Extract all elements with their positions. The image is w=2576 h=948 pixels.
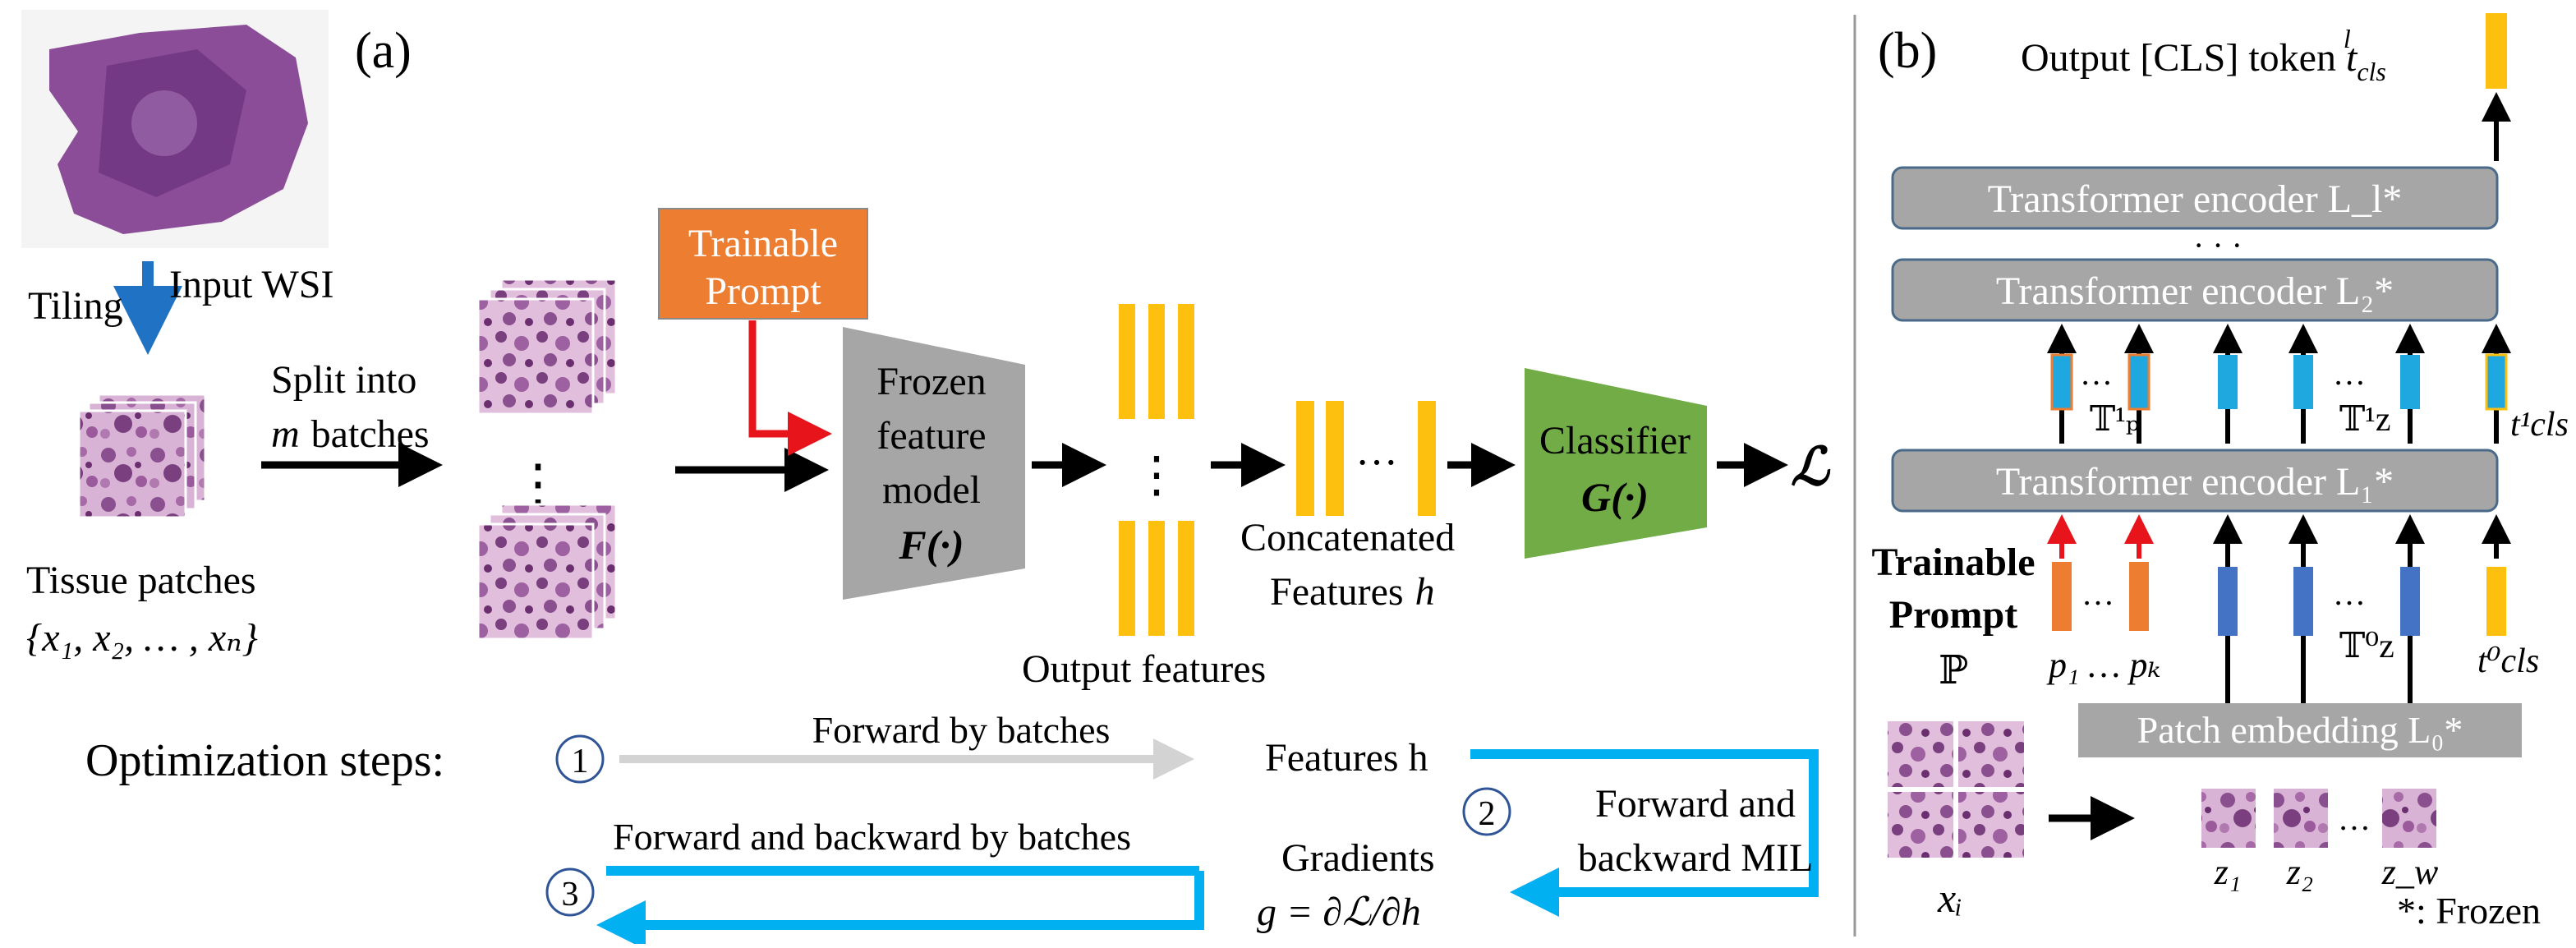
output-feature-bars-bottom <box>1119 521 1194 636</box>
tissue-patch-stack <box>77 393 207 519</box>
output-cls-sym: t <box>2346 36 2358 80</box>
frozen-note: *: Frozen <box>2397 890 2541 932</box>
output-cls-text: Output [CLS] token <box>2021 36 2336 80</box>
trainable-prompt-line2: Prompt <box>705 269 821 313</box>
step3-number: 3 <box>562 876 579 913</box>
tissue-set-notation: {x₁, x₂, … , xₙ} <box>26 616 258 660</box>
z1-label: z₁ <box>2214 852 2241 892</box>
split-m-var: m <box>271 412 300 456</box>
split-batches-word: batches <box>311 412 430 456</box>
output-features-label: Output features <box>1022 647 1266 691</box>
output-feature-bars-top <box>1119 304 1194 419</box>
gradients-label: Gradients <box>1281 836 1435 880</box>
batch-vdots: ⋮ <box>512 454 564 513</box>
split-label-line1: Split into <box>271 358 416 402</box>
trainable-prompt-b-line2: Prompt <box>1889 593 2017 637</box>
tissue-patches-label: Tissue patches <box>26 559 256 602</box>
feature-vdots: ⋮ <box>1132 448 1181 502</box>
optimization-title: Optimization steps: <box>85 735 444 786</box>
trainable-prompt-box <box>658 208 868 320</box>
trainable-prompt-line1: Trainable <box>688 222 838 265</box>
step2-circle <box>1462 787 1511 836</box>
step3-circle <box>545 867 595 917</box>
prompt-hdots: … <box>2082 575 2114 612</box>
layer1-tokens <box>2047 324 2511 444</box>
encoder-l1-box <box>1891 449 2499 513</box>
t-z1-label: 𝕋¹z <box>2339 401 2391 439</box>
concat-h-var: h <box>1415 570 1435 614</box>
gradient-equation: g = ∂ℒ/∂h <box>1257 890 1421 934</box>
layer1-z-dots: … <box>2333 355 2366 392</box>
layer0-z-dots: … <box>2333 575 2366 612</box>
panel-b-label: (b) <box>1878 23 1937 79</box>
output-cls-sub: cls <box>2357 57 2386 86</box>
encoder-l1-label: Transformer encoder L₁* <box>1996 460 2394 504</box>
encoder-ll-box <box>1891 166 2499 230</box>
zw-label: z_w <box>2381 852 2439 892</box>
encoder-l2-box <box>1891 258 2499 322</box>
xi-label: xᵢ <box>1937 875 1962 921</box>
encoder-l2-label: Transformer encoder L₂* <box>1996 269 2394 313</box>
z-dots: … <box>2338 800 2371 837</box>
concat-features-word: Features <box>1270 570 1404 614</box>
panel-a-label: (a) <box>355 23 412 79</box>
prompt-set-symbol: ℙ <box>1939 649 1968 693</box>
frozen-label-line3: model <box>882 468 981 512</box>
frozen-label-line2: feature <box>876 414 986 458</box>
frozen-function: F(·) <box>898 522 964 568</box>
step3-arrow <box>596 871 1204 948</box>
encoder-vdots: · · · <box>2193 227 2242 264</box>
output-cls-sup: l <box>2344 24 2351 53</box>
patch-embedding-box <box>2078 703 2522 757</box>
z2-label: z₂ <box>2286 852 2313 892</box>
frozen-model-shape <box>843 327 1025 600</box>
t-z0-label: 𝕋⁰z <box>2339 628 2394 665</box>
prompt-token-labels: p₁ … pₖ <box>2046 645 2160 685</box>
classifier-label: Classifier <box>1539 419 1690 462</box>
t-cls0-label: t⁰cls <box>2477 642 2539 680</box>
batch-stack-bottom <box>476 503 618 641</box>
step2-number: 2 <box>1479 795 1496 833</box>
concat-hdots: ··· <box>1355 439 1398 486</box>
batch-stack-top <box>476 278 618 416</box>
wsi-thumbnail <box>21 10 329 248</box>
z-patches <box>2201 789 2436 848</box>
step2-arrow <box>1470 749 1819 917</box>
output-cls-token <box>2486 13 2507 89</box>
t-cls1-label: t¹cls <box>2510 406 2569 444</box>
step1-circle <box>555 734 605 784</box>
step3-label: Forward and backward by batches <box>613 816 1131 858</box>
encoder-ll-label: Transformer encoder L_l* <box>1988 177 2403 221</box>
layer1-prompt-dots: … <box>2080 355 2113 392</box>
t-p1-label: 𝕋¹ₚ <box>2090 401 2140 439</box>
concat-feature-bars <box>1296 401 1436 516</box>
step1-number: 1 <box>572 743 589 780</box>
step1-label: Forward by batches <box>812 709 1111 751</box>
trainable-prompt-b-line1: Trainable <box>1871 541 2035 584</box>
layer0-tokens <box>2047 514 2511 706</box>
input-wsi-label: Input WSI <box>169 263 334 306</box>
frozen-label-line1: Frozen <box>876 360 986 403</box>
features-h-label: Features h <box>1265 736 1428 780</box>
classifier-function: G(·) <box>1581 474 1649 520</box>
step2-line2: backward MIL <box>1578 836 1814 880</box>
xi-patch-grid <box>1888 721 2024 858</box>
classifier-shape <box>1525 368 1707 559</box>
patch-embedding-label: Patch embedding L₀* <box>2137 709 2463 751</box>
tiling-label: Tiling <box>28 284 123 328</box>
step2-line1: Forward and <box>1595 782 1796 826</box>
loss-symbol: ℒ <box>1791 438 1831 496</box>
prompt-to-model-arrow <box>748 320 832 456</box>
concat-label-line1: Concatenated <box>1240 516 1455 559</box>
